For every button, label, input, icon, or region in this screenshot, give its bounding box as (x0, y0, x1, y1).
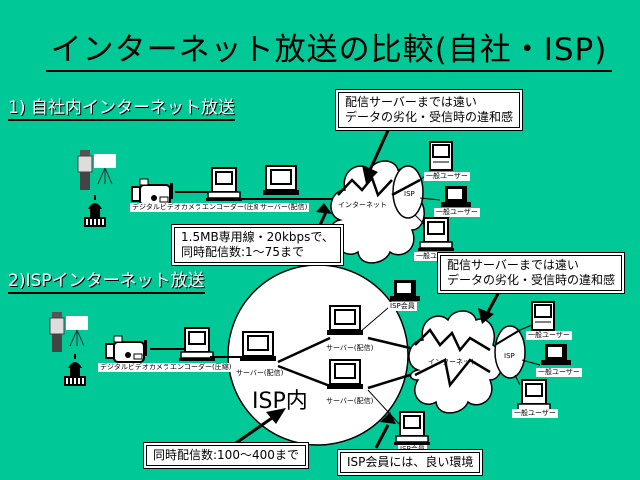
user-laptop-icon (541, 344, 571, 365)
internet-label: インターネット (428, 358, 477, 366)
server-label: サーバー(配信) (326, 397, 374, 405)
isp-area-label: ISP内 (252, 389, 308, 414)
callout-server-distance: 配信サーバーまでは遠い データの劣化・受信時の違和感 (338, 92, 521, 128)
slide-title: インターネット放送の比較(自社・ISP) (46, 30, 612, 72)
user-pc-icon (417, 217, 455, 252)
building-icon (64, 354, 86, 386)
callout-line: 配信サーバーまでは遠い (345, 95, 477, 109)
isp-server-monitor-icon (239, 331, 277, 362)
server-label: サーバー(配信) (236, 369, 284, 377)
user-mac-icon (429, 141, 453, 171)
callout-line: ISP会員には、良い環境 (347, 455, 474, 469)
user-label: 一般ユーザー (434, 208, 480, 217)
isp-label: ISP (404, 190, 415, 198)
camera-icon (105, 335, 148, 363)
section1-heading: 1) 自社内インターネット放送 (8, 97, 235, 121)
section2-diagram (49, 264, 571, 449)
isp-server-monitor-icon (326, 305, 364, 336)
user-label: 一般ユーザー (526, 331, 572, 340)
user-label: 一般ユーザー (424, 172, 470, 181)
internet-label: インターネット (338, 201, 387, 209)
isp-member-label: ISP会員 (388, 302, 417, 311)
callout-isp-members: ISP会員には、良い環境 (340, 452, 481, 473)
callout-line: 同時配信数:100～400まで (153, 448, 299, 462)
isp-label: ISP (504, 352, 515, 360)
camera-icon (131, 178, 174, 206)
section2-heading: 2)ISPインターネット放送 (8, 270, 205, 294)
callout-server-distance: 配信サーバーまでは遠い データの劣化・受信時の違和感 (440, 255, 623, 291)
presenter-icon (77, 149, 117, 191)
encoder-pc-icon (178, 327, 216, 362)
isp-node-icon (392, 165, 424, 219)
server-label: サーバー(配信) (258, 203, 310, 212)
section1-diagram (77, 125, 471, 264)
server-label: サーバー(配信) (326, 344, 374, 352)
callout-line: データの劣化・受信時の違和感 (345, 110, 514, 124)
user-laptop-icon (441, 186, 471, 207)
isp-area-circle (227, 264, 409, 446)
user-label: 一般ユーザー (536, 368, 582, 377)
callout-line: データの劣化・受信時の違和感 (447, 273, 616, 287)
isp-member-pc-icon (393, 411, 431, 446)
callout-line: 同時配信数:1～75まで (181, 245, 304, 259)
isp-node-icon (494, 325, 526, 379)
callout-line-spec: 1.5MB専用線・20kbpsで、 同時配信数:1～75まで (174, 227, 341, 263)
server-monitor-icon (262, 165, 300, 196)
callout-line: 1.5MB専用線・20kbpsで、 (181, 230, 334, 244)
user-mac-icon (531, 301, 555, 331)
user-label: 一般ユーザー (414, 252, 460, 261)
isp-member-label: ISP会員 (398, 445, 427, 454)
user-label: 一般ユーザー (512, 409, 558, 418)
encoder-pc-icon (205, 167, 243, 202)
callout-line: 配信サーバーまでは遠い (447, 258, 579, 272)
encoder-label: エンコーダー(圧縮) (200, 203, 266, 212)
encoder-label: エンコーダー(圧縮) (168, 363, 234, 372)
isp-server-monitor-icon (326, 359, 364, 390)
callout-concurrent-streams: 同時配信数:100～400まで (146, 445, 306, 466)
presenter-icon (49, 311, 89, 353)
camera-label: デジタルビデオカメラ (130, 203, 204, 212)
camera-label: デジタルビデオカメラ (98, 363, 172, 372)
isp-member-laptop-icon (390, 280, 420, 301)
building-icon (84, 195, 106, 227)
